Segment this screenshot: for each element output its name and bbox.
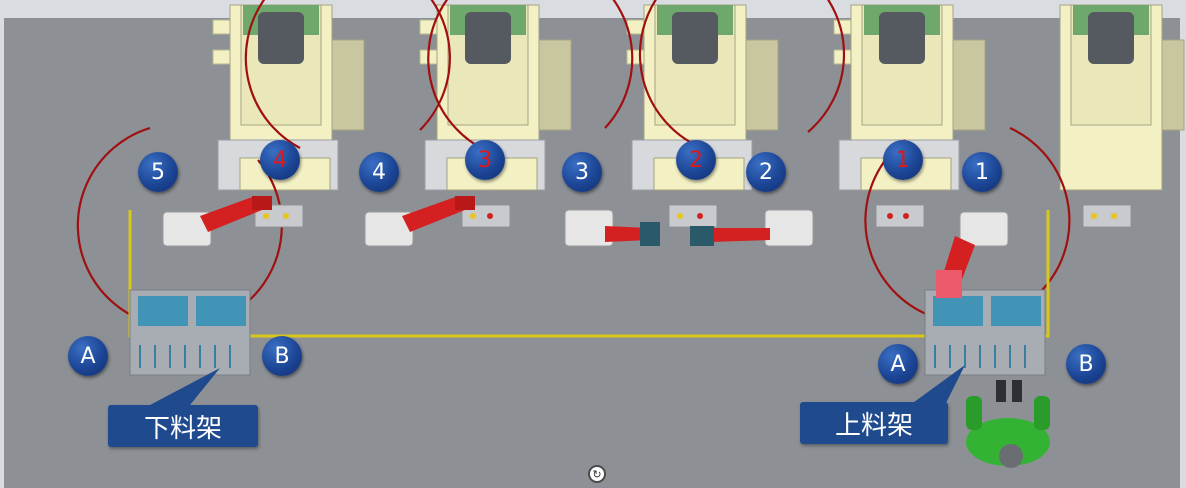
load-rack-a-badge: A [878, 344, 918, 384]
robot-badge-1: 1 [962, 152, 1002, 192]
unload-rack-b-badge: B [262, 336, 302, 376]
robot-4 [364, 196, 475, 247]
robot-badge-3: 3 [562, 152, 602, 192]
unload-rack [129, 289, 251, 376]
unload-rack-a-badge: A [68, 336, 108, 376]
unload-callout-tail [150, 368, 220, 405]
rotate-icon[interactable]: ↻ [588, 465, 606, 483]
robot-1 [936, 211, 1009, 298]
robot-3 [564, 209, 660, 247]
load-rack-b-badge: B [1066, 344, 1106, 384]
robot-5 [162, 196, 272, 247]
load-rack-callout: 上料架 [800, 402, 948, 444]
robot-badge-5: 5 [138, 152, 178, 192]
load-rack [924, 289, 1046, 376]
machine-badge-2: 2 [676, 140, 716, 180]
unload-rack-callout: 下料架 [108, 405, 258, 447]
robot-2 [690, 209, 814, 247]
machine-badge-1: 1 [883, 140, 923, 180]
safety-fence [128, 210, 1050, 338]
robot-badge-2: 2 [746, 152, 786, 192]
load-callout-tail [910, 365, 965, 405]
machine-tool-1 [1059, 4, 1185, 191]
machine-badge-4: 4 [260, 140, 300, 180]
operator-figure [966, 380, 1050, 468]
machine-badge-3: 3 [465, 140, 505, 180]
robot-badge-4: 4 [359, 152, 399, 192]
